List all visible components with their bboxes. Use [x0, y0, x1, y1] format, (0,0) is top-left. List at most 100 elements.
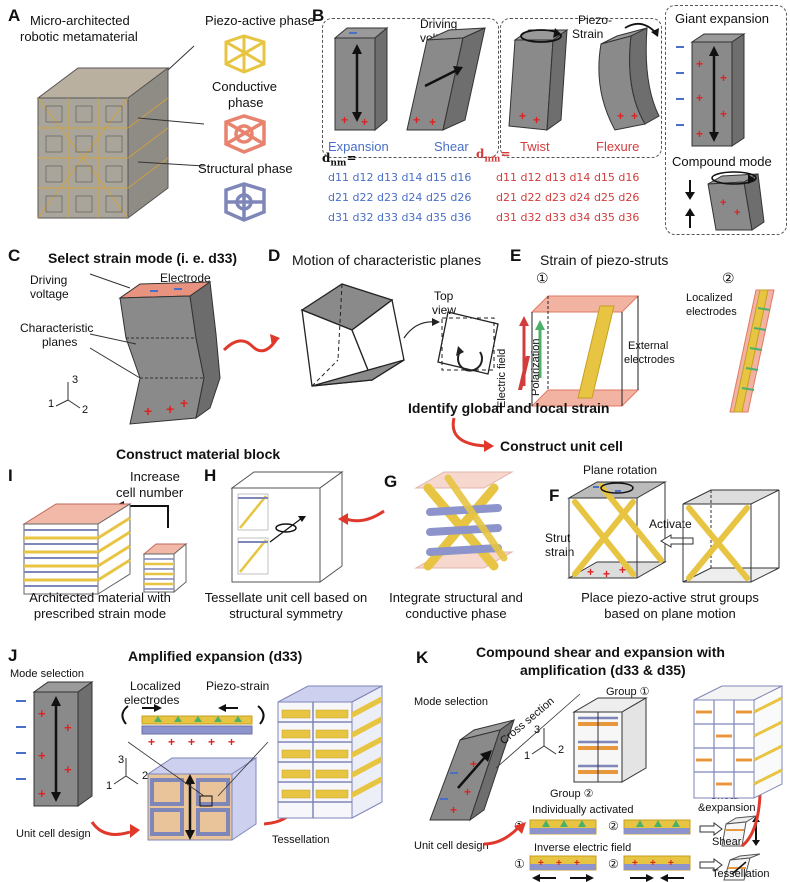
shear-block: ++ [406, 27, 486, 131]
select-strain-title: Select strain mode (i. e. d33) [48, 250, 238, 266]
c-driving-line1: Driving [30, 273, 68, 287]
k-arrow-design [483, 822, 526, 846]
g-caption-line2: conductive phase [405, 606, 507, 622]
activate-label: Activate [649, 517, 692, 531]
svg-text:+: + [188, 735, 195, 749]
j-tessellation: Tessellation [272, 834, 330, 846]
construct-material-block-label: Construct material block [116, 446, 281, 462]
svg-text:+: + [470, 757, 477, 771]
metamaterial-title-line2: robotic metamaterial [20, 29, 138, 44]
svg-text:+: + [650, 858, 656, 869]
c-planes-line2: planes [42, 335, 78, 349]
twist-flexure-frame [500, 18, 662, 158]
expansion-block: ++ [333, 26, 389, 132]
svg-text:+: + [361, 115, 368, 129]
giant-expansion-label: Giant expansion [675, 11, 769, 26]
dnm-label-red: dnm= [476, 147, 511, 165]
svg-text:+: + [208, 735, 215, 749]
piezo-phase-label: Piezo-active phase [205, 13, 315, 28]
svg-text:+: + [734, 207, 740, 219]
panel-i-label: I [8, 466, 13, 485]
panel-d-label: D [268, 246, 281, 265]
matrix-blue-row-1: d11 d12 d13 d14 d15 d16 [328, 171, 472, 184]
j-localized-line1: Localized [130, 679, 181, 693]
k-axis-3: 3 [534, 724, 541, 736]
svg-text:+: + [720, 197, 726, 209]
j-unit-cell-design: Unit cell design [16, 828, 91, 840]
material-block [22, 503, 132, 595]
svg-text:+: + [144, 403, 152, 419]
k-individually-activated: Individually activated [532, 804, 634, 816]
j-axes-icon [113, 758, 139, 785]
conductive-phase-lattice [224, 114, 266, 154]
increase-cell-line2: cell number [116, 485, 184, 500]
svg-text:+: + [720, 71, 727, 85]
mode-twist: Twist [520, 139, 550, 154]
top-view-line2: view [432, 303, 457, 317]
expansion-shear-frame [322, 18, 499, 158]
svg-text:+: + [617, 109, 624, 123]
c-planes-line1: Characteristic [20, 321, 94, 335]
k-inv-num-1: ① [514, 857, 525, 871]
metamaterial-cube [36, 45, 205, 219]
c-axes-icon [55, 382, 81, 409]
f-caption-line2: based on plane motion [604, 606, 736, 622]
matrix-blue-row-3: d31 d32 d33 d34 d35 d36 [328, 211, 472, 224]
h-caption-line2: structural symmetry [229, 606, 343, 622]
e-num-1: ① [536, 270, 549, 286]
panel-e: E Strain of piezo-struts ① ② Electric fi… [496, 238, 790, 418]
panel-g: G Integrate structural and conductive ph… [370, 462, 545, 637]
c-electrode: Electrode [160, 271, 211, 285]
c-axis-3: 3 [72, 374, 79, 386]
strain-piezo-title: Strain of piezo-struts [540, 252, 669, 268]
top-view-line1: Top [434, 289, 454, 303]
matrix-red: d11 d12 d13 d14 d15 d16 d21 d22 d23 d24 … [496, 168, 666, 228]
svg-text:+: + [668, 858, 674, 869]
tessellated-cube [230, 471, 344, 583]
external-electrodes-line2: electrodes [624, 354, 675, 366]
twisted-column: +++ [89, 273, 221, 425]
mode-flexure: Flexure [596, 139, 640, 154]
c-axis-1: 1 [48, 398, 55, 410]
svg-text:+: + [696, 57, 703, 71]
localized-electrode-strut [729, 289, 775, 413]
svg-text:+: + [538, 858, 544, 869]
matrix-blue: d11 d12 d13 d14 d15 d16 d21 d22 d23 d24 … [328, 168, 503, 228]
structural-phase-lattice [224, 182, 266, 222]
k-cross-section-line [495, 693, 581, 769]
k-axes-icon [531, 728, 557, 755]
k-mode-selection: Mode selection [414, 696, 488, 708]
mode-expansion: Expansion [328, 139, 389, 154]
giant-expansion-block: +++++ [676, 33, 746, 147]
panel-c-label: C [8, 246, 21, 265]
piezo-phase-lattice [224, 34, 266, 74]
arrow-identify-to-construct [451, 417, 494, 452]
compound-mode-label: Compound mode [672, 154, 772, 169]
svg-text:+: + [556, 858, 562, 869]
svg-text:+: + [341, 113, 348, 127]
external-electrode-strut [518, 295, 640, 407]
k-individual-struts [529, 819, 691, 835]
motion-title: Motion of characteristic planes [292, 252, 482, 268]
svg-text:+: + [148, 735, 155, 749]
driving-voltage-line1: Driving [420, 17, 458, 31]
k-shear-cell [723, 853, 761, 881]
characteristic-planes-prism [300, 283, 405, 387]
svg-text:+: + [168, 735, 175, 749]
svg-text:+: + [38, 748, 46, 763]
j-unit-cell [146, 757, 258, 841]
svg-text:+: + [720, 107, 727, 121]
k-unit-cell-design: Unit cell design [414, 840, 489, 852]
j-mode-selection: Mode selection [10, 668, 84, 680]
piezo-strain-line1: Piezo- [578, 13, 613, 27]
j-tessellated-block [277, 685, 383, 819]
panel-b-label: B [312, 6, 325, 25]
k-open-arrow-1 [699, 822, 723, 836]
panel-h-label: H [204, 466, 217, 485]
panel-k: K Compound shear and expansion with ampl… [400, 640, 790, 882]
svg-text:+: + [464, 785, 471, 799]
mode-shear: Shear [434, 139, 469, 154]
k-shear-exp-cell [721, 815, 760, 847]
external-electrodes-line1: External [628, 340, 669, 352]
small-block [142, 542, 188, 594]
